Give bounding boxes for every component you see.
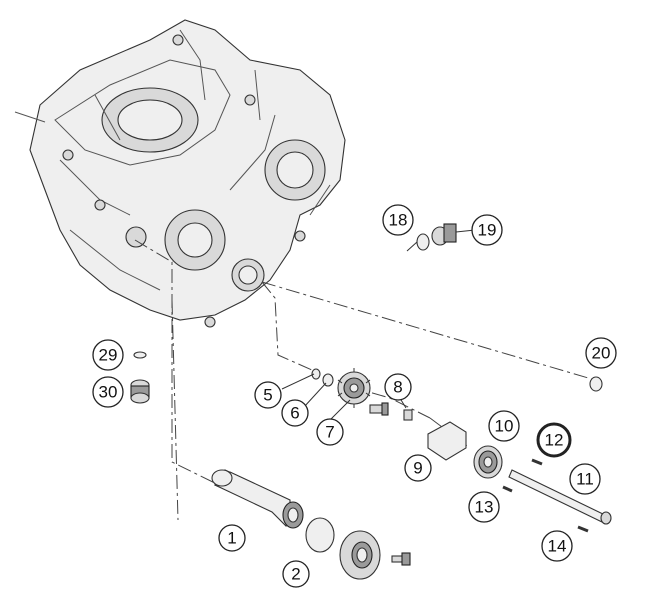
part-5-washer <box>311 368 321 380</box>
callout-14: 14 <box>541 530 573 562</box>
callout-5: 5 <box>254 381 282 409</box>
part-12-pin <box>531 458 543 466</box>
svg-text:1: 1 <box>227 529 236 548</box>
part-9-cover-plate <box>427 421 467 461</box>
callout-30: 30 <box>92 376 124 408</box>
callout-6: 6 <box>281 399 309 427</box>
callout-1: 1 <box>218 524 246 552</box>
svg-text:20: 20 <box>592 344 611 363</box>
svg-text:8: 8 <box>393 378 402 397</box>
callout-8: 8 <box>384 373 412 401</box>
part-19-plug <box>431 223 457 246</box>
callout-19: 19 <box>471 214 503 246</box>
svg-text:10: 10 <box>495 417 514 436</box>
svg-text:29: 29 <box>99 346 118 365</box>
callout-13: 13 <box>468 491 500 523</box>
part-1-filter <box>211 469 304 529</box>
callout-9: 9 <box>404 454 432 482</box>
callout-29: 29 <box>92 339 124 371</box>
part-7-gear <box>337 368 371 408</box>
part-2-o-ring <box>305 517 335 553</box>
callout-20: 20 <box>585 337 617 369</box>
svg-text:19: 19 <box>478 221 497 240</box>
callout-18: 18 <box>382 204 414 236</box>
part-13-pin <box>502 485 513 493</box>
part-11-shaft <box>508 469 612 525</box>
svg-text:11: 11 <box>576 470 594 489</box>
svg-text:30: 30 <box>99 383 118 402</box>
svg-text:6: 6 <box>290 404 299 423</box>
callout-2: 2 <box>282 560 310 588</box>
callout-10: 10 <box>488 410 520 442</box>
svg-text:2: 2 <box>291 565 300 584</box>
svg-text:13: 13 <box>475 498 494 517</box>
part-20-o-ring <box>589 376 603 392</box>
svg-text:5: 5 <box>263 386 272 405</box>
filter-cover <box>339 530 381 580</box>
part-30-plug <box>130 379 150 404</box>
callout-12: 12 <box>536 422 572 458</box>
cover-bolt <box>391 552 411 566</box>
part-29-o-ring <box>133 351 147 359</box>
part-18-washer <box>416 233 430 251</box>
svg-text:14: 14 <box>548 537 567 556</box>
svg-text:18: 18 <box>389 211 408 230</box>
svg-text:7: 7 <box>325 423 334 442</box>
part-14-pin <box>577 525 589 533</box>
svg-text:12: 12 <box>545 431 564 450</box>
svg-text:9: 9 <box>413 459 422 478</box>
leader-lines <box>281 229 476 421</box>
callout-11: 11 <box>569 463 601 495</box>
callout-7: 7 <box>316 418 344 446</box>
part-10-rotor <box>473 445 503 479</box>
engine-crankcase <box>14 19 346 328</box>
part-8-shaft <box>369 402 413 421</box>
